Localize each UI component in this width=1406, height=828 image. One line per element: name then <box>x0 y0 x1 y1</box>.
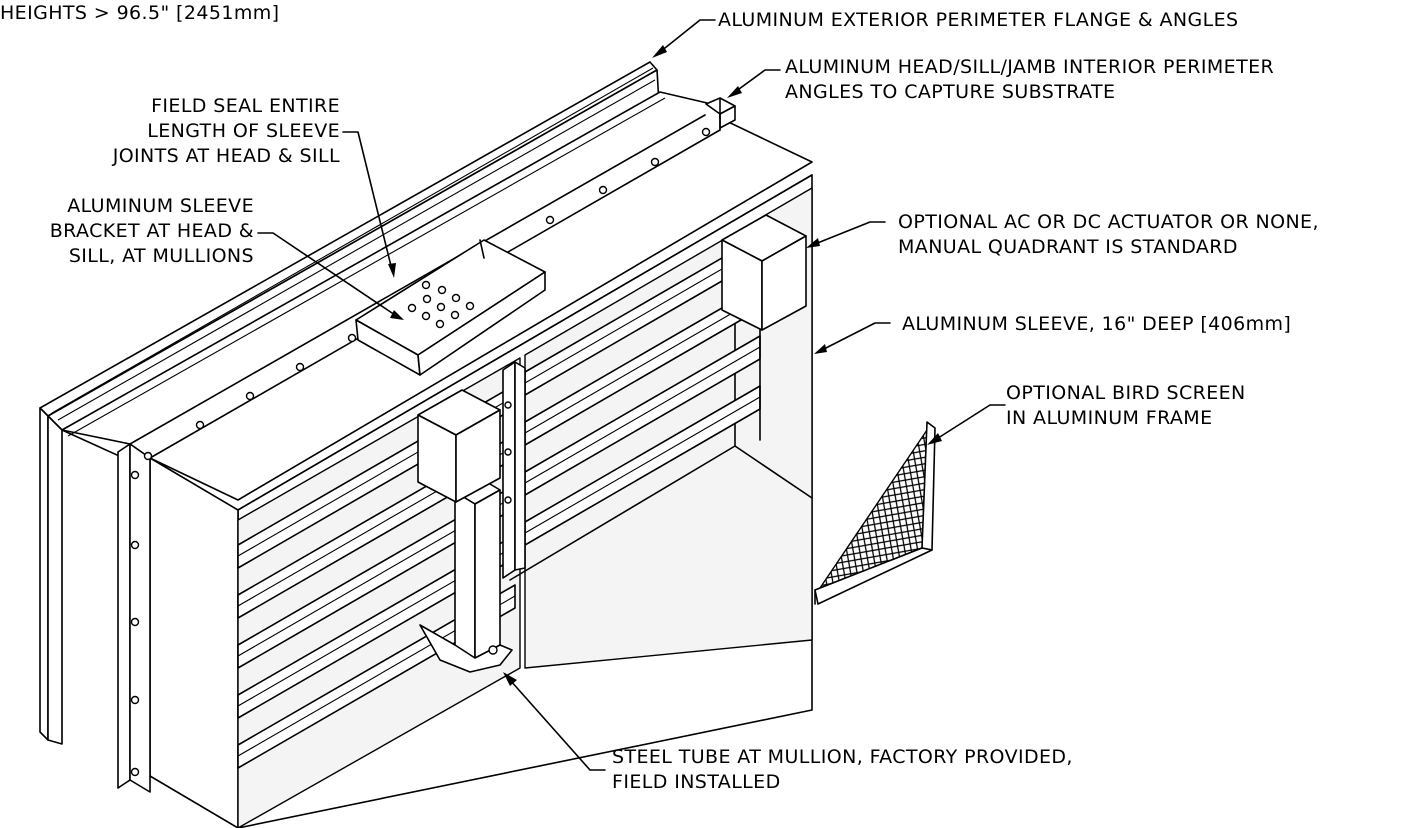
bracket-bolts <box>407 280 475 329</box>
callout-labels: HEIGHTS > 96.5" [2451mm] ALUMINUM EXTERI… <box>0 2 1319 793</box>
label-interior-angles-2: ANGLES TO CAPTURE SUBSTRATE <box>785 81 1115 103</box>
label-sleeve-bracket-2: BRACKET AT HEAD & <box>50 220 254 242</box>
head-angle-bolts <box>195 127 711 430</box>
label-actuator-1: OPTIONAL AC OR DC ACTUATOR OR NONE, <box>898 211 1319 233</box>
label-field-seal-1: FIELD SEAL ENTIRE <box>151 95 340 117</box>
interior-head-angle <box>705 97 736 131</box>
center-mullion <box>502 361 526 579</box>
actuator-box-lower <box>417 389 501 503</box>
label-sleeve-bracket-1: ALUMINUM SLEEVE <box>67 195 254 217</box>
sleeve-bracket <box>355 239 546 376</box>
actuator-box-upper <box>721 214 807 331</box>
label-bird-screen-1: OPTIONAL BIRD SCREEN <box>1006 382 1246 404</box>
label-steel-tube-1: STEEL TUBE AT MULLION, FACTORY PROVIDED, <box>612 746 1073 768</box>
label-actuator-2: MANUAL QUADRANT IS STANDARD <box>898 236 1238 258</box>
label-bird-screen-2: IN ALUMINUM FRAME <box>1006 407 1213 429</box>
label-heights-note: HEIGHTS > 96.5" [2451mm] <box>0 2 279 24</box>
exterior-flange <box>39 61 661 745</box>
jamb-angle-left <box>117 443 153 793</box>
bird-screen <box>814 421 936 605</box>
label-interior-angles-1: ALUMINUM HEAD/SILL/JAMB INTERIOR PERIMET… <box>785 56 1274 78</box>
label-exterior-flange: ALUMINUM EXTERIOR PERIMETER FLANGE & ANG… <box>718 9 1238 31</box>
label-steel-tube-2: FIELD INSTALLED <box>612 771 781 793</box>
label-field-seal-2: LENGTH OF SLEEVE <box>147 120 340 142</box>
damper-blades-right <box>524 235 761 546</box>
label-sleeve-depth: ALUMINUM SLEEVE, 16" DEEP [406mm] <box>902 313 1291 335</box>
label-sleeve-bracket-3: SILL, AT MULLIONS <box>69 245 254 267</box>
leader-lines <box>257 19 1006 771</box>
label-field-seal-3: JOINTS AT HEAD & SILL <box>112 145 340 167</box>
